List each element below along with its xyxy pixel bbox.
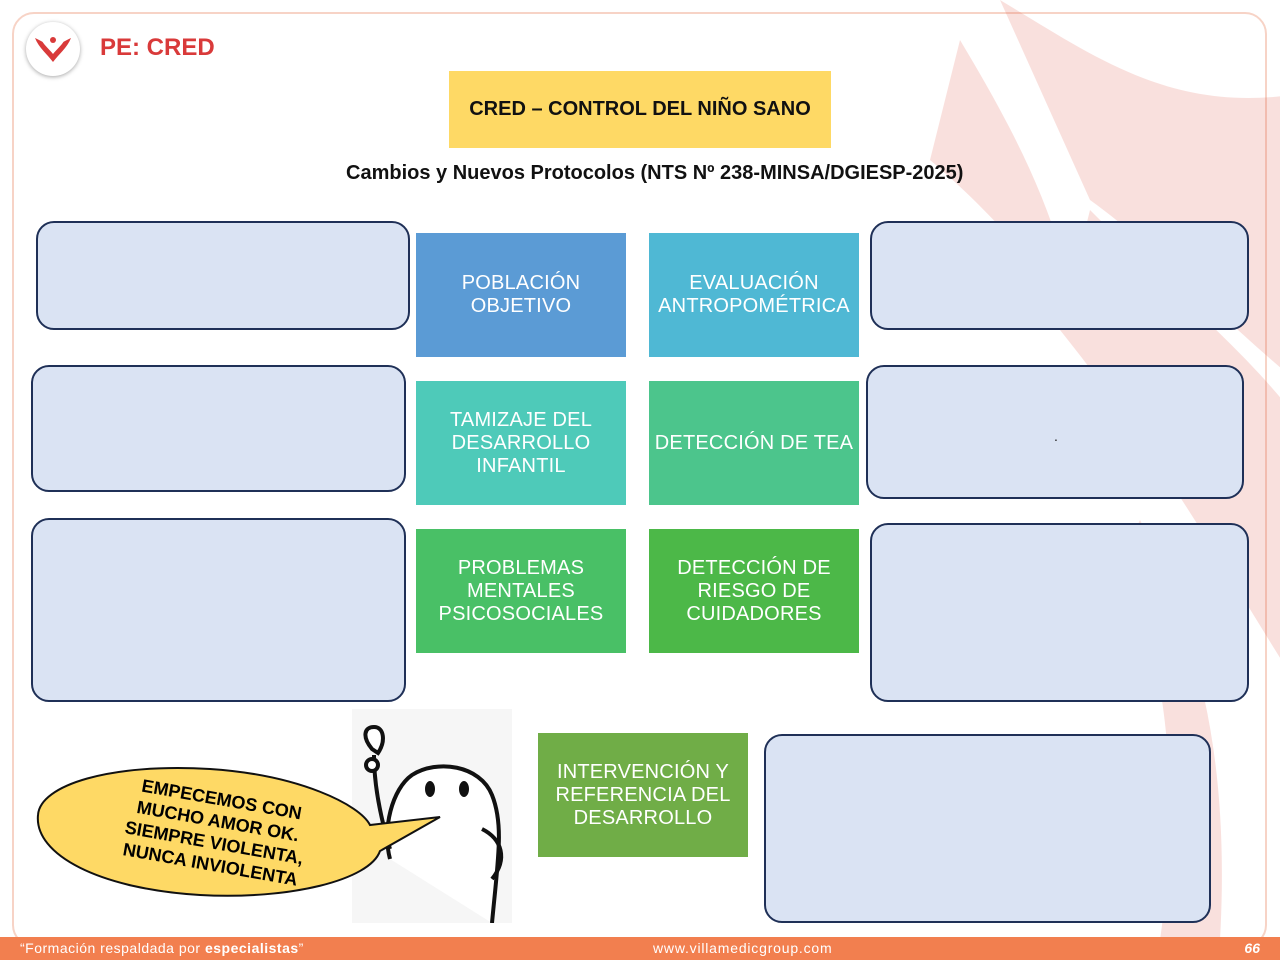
- tile-poblacion-objetivo: POBLACIÓN OBJETIVO: [416, 233, 626, 357]
- phoenix-logo-icon: [35, 37, 71, 62]
- bottom-right-panel: [764, 734, 1211, 923]
- company-logo: [26, 22, 80, 76]
- tile-problemas-mentales: PROBLEMAS MENTALES PSICOSOCIALES: [416, 529, 626, 653]
- footer-bar: “Formación respaldada por especialistas”…: [0, 937, 1280, 960]
- tile-intervencion-referencia: INTERVENCIÓN Y REFERENCIA DEL DESARROLLO: [538, 733, 748, 857]
- speech-bubble: [36, 767, 441, 897]
- right-panel-2-text: .: [1054, 428, 1058, 444]
- footer-website[interactable]: www.villamedicgroup.com: [653, 940, 833, 956]
- left-panel-1: [36, 221, 410, 330]
- tile-riesgo-cuidadores: DETECCIÓN DE RIESGO DE CUIDADORES: [649, 529, 859, 653]
- right-panel-3: [870, 523, 1249, 702]
- left-panel-3: [31, 518, 406, 702]
- header-title: PE: CRED: [100, 34, 215, 61]
- footer-quote-close: ”: [298, 940, 304, 956]
- tile-evaluacion-antropometrica: EVALUACIÓN ANTROPOMÉTRICA: [649, 233, 859, 357]
- main-title: CRED – CONTROL DEL NIÑO SANO: [449, 71, 831, 148]
- flork-character-icon: [363, 724, 503, 924]
- footer-quote: “Formación respaldada por especialistas”: [20, 940, 304, 956]
- right-panel-1: [870, 221, 1249, 330]
- footer-quote-bold: especialistas: [204, 940, 299, 956]
- footer-quote-open: “Formación respaldada por: [20, 940, 205, 956]
- tile-deteccion-tea: DETECCIÓN DE TEA: [649, 381, 859, 505]
- right-panel-2: [866, 365, 1244, 499]
- mascot-image: [352, 709, 512, 924]
- tile-tamizaje-desarrollo: TAMIZAJE DEL DESARROLLO INFANTIL: [416, 381, 626, 505]
- left-panel-2: [31, 365, 406, 492]
- subtitle-text: Cambios y Nuevos Protocolos (NTS Nº 238-…: [346, 162, 964, 184]
- page-number: 66: [1244, 940, 1260, 956]
